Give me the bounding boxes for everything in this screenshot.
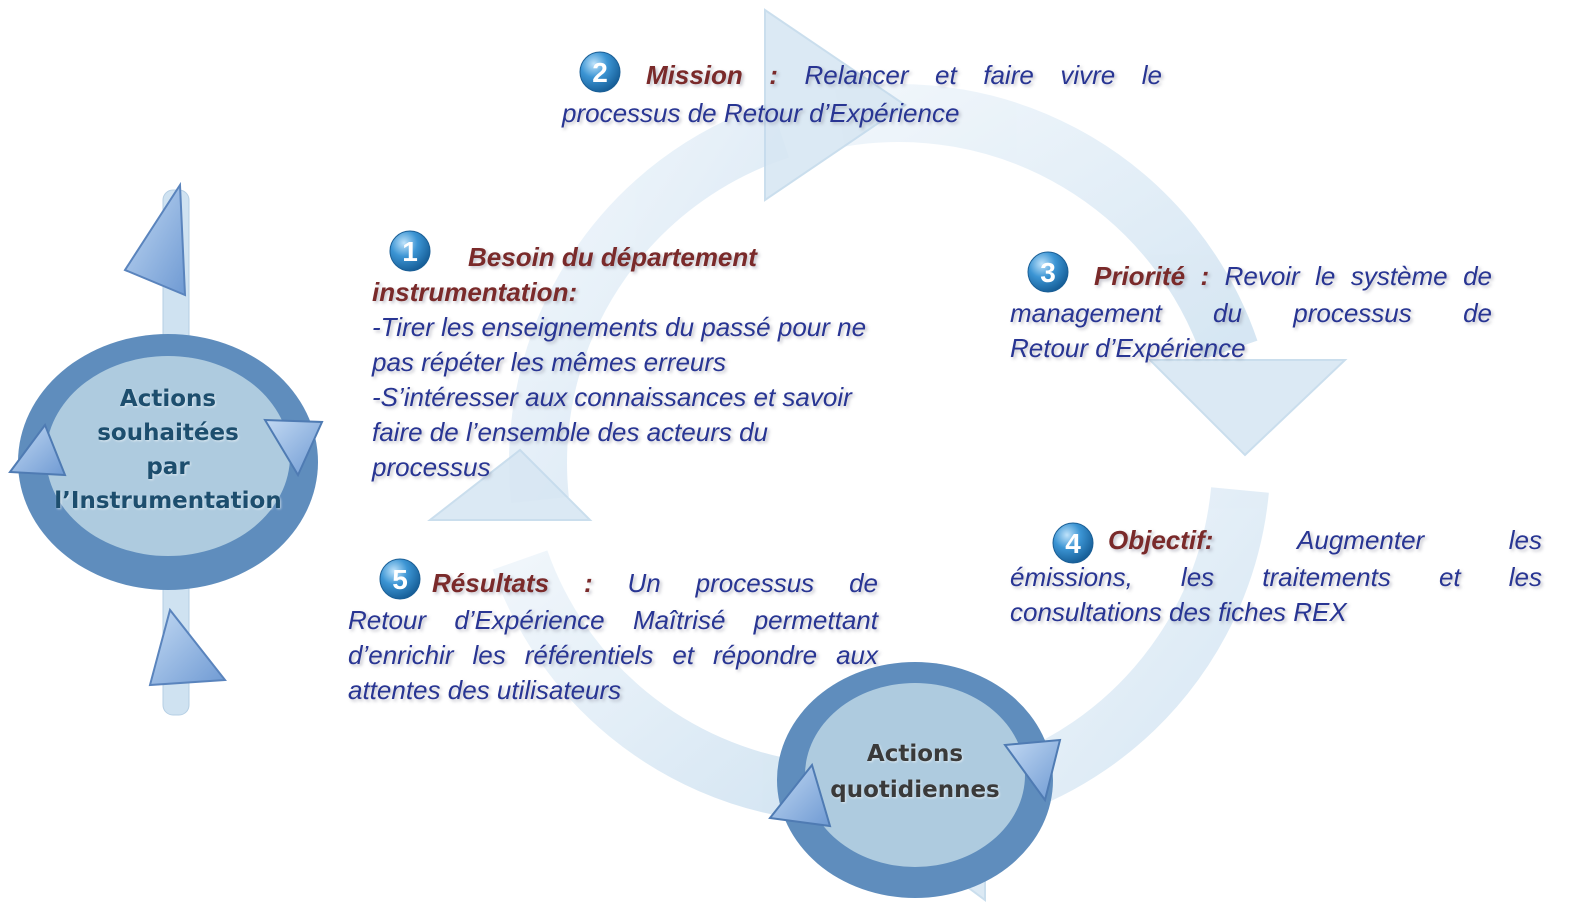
refresh-arrow-icon bbox=[768, 762, 832, 828]
step-1-line: instrumentation: bbox=[372, 277, 578, 307]
step-4-first-line: Augmenter les bbox=[1297, 525, 1542, 555]
step-1-text: Besoin du département instrumentation: -… bbox=[372, 240, 932, 485]
step-number: 4 bbox=[1065, 528, 1081, 559]
step-2-title: Mission : bbox=[646, 60, 778, 90]
step-badge-1: 1 bbox=[389, 230, 431, 272]
hub-left-line: Actions bbox=[119, 386, 217, 412]
hub-left-line: souhaitées bbox=[97, 420, 239, 446]
step-2-line: processus de Retour d’Expérience bbox=[562, 98, 960, 128]
step-badge-5: 5 bbox=[379, 558, 421, 600]
step-3-title: Priorité : bbox=[1094, 261, 1210, 291]
step-badge-2: 2 bbox=[579, 51, 621, 93]
arrowhead-right-icon bbox=[1147, 359, 1348, 457]
step-badge-3: 3 bbox=[1027, 251, 1069, 293]
hub-bottom bbox=[768, 662, 1062, 898]
up-arrow-icon bbox=[123, 181, 187, 297]
arrowhead-top-icon bbox=[764, 8, 907, 202]
step-1-line: pas répéter les mêmes erreurs bbox=[372, 347, 727, 377]
step-4-text: Objectif: Augmenter les émissions, les t… bbox=[1010, 523, 1542, 630]
step-4-title: Objectif: bbox=[1108, 525, 1214, 555]
step-number: 1 bbox=[402, 236, 418, 267]
cycle-ring bbox=[492, 84, 1269, 819]
step-badge-4: 4 bbox=[1052, 522, 1094, 564]
hub-left-label: Actions souhaitées par l’Instrumentation bbox=[40, 382, 296, 518]
refresh-arrow-icon bbox=[1003, 738, 1062, 803]
step-4-line: consultations des fiches REX bbox=[1010, 597, 1347, 627]
step-5-line: Retour d’Expérience Maîtrisé permettant bbox=[348, 605, 878, 635]
hub-left bbox=[8, 334, 324, 590]
step-5-first-line: Un processus de bbox=[627, 568, 878, 598]
hub-left-line: par bbox=[146, 454, 190, 480]
hub-bottom-line: Actions bbox=[866, 741, 964, 767]
step-1-line: -Tirer les enseignements du passé pour n… bbox=[372, 312, 867, 342]
step-3-text: Priorité : Revoir le système de manageme… bbox=[1010, 259, 1492, 366]
step-5-text: Résultats : Un processus de Retour d’Exp… bbox=[348, 566, 878, 708]
step-number: 2 bbox=[592, 57, 608, 88]
step-number: 5 bbox=[392, 564, 408, 595]
hub-bottom-line: quotidiennes bbox=[830, 777, 1000, 803]
step-2-first-line: Relancer et faire vivre le bbox=[804, 60, 1162, 90]
step-5-line: d’enrichir les référentiels et répondre … bbox=[348, 640, 878, 670]
step-4-line: émissions, les traitements et les bbox=[1010, 562, 1542, 592]
step-5-title: Résultats : bbox=[432, 568, 593, 598]
step-1-line: faire de l’ensemble des acteurs du bbox=[372, 417, 769, 447]
up-arrow-icon bbox=[148, 607, 227, 687]
hub-left-line: l’Instrumentation bbox=[54, 488, 282, 514]
step-1-title: Besoin du département bbox=[468, 242, 757, 272]
step-number: 3 bbox=[1040, 257, 1056, 288]
step-3-first-line: Revoir le système de bbox=[1224, 261, 1492, 291]
refresh-arrow-icon bbox=[8, 422, 67, 477]
step-3-line: Retour d’Expérience bbox=[1010, 333, 1246, 363]
refresh-arrow-icon bbox=[263, 418, 324, 478]
step-1-line: -S’intéresser aux connaissances et savoi… bbox=[372, 382, 852, 412]
step-1-line: processus bbox=[372, 452, 491, 482]
step-3-line: management du processus de bbox=[1010, 298, 1492, 328]
arrowhead-left-icon bbox=[427, 448, 593, 521]
step-2-text: Mission : Relancer et faire vivre le pro… bbox=[562, 58, 1162, 131]
step-5-line: attentes des utilisateurs bbox=[348, 675, 622, 705]
hub-bottom-label: Actions quotidiennes bbox=[805, 736, 1025, 808]
